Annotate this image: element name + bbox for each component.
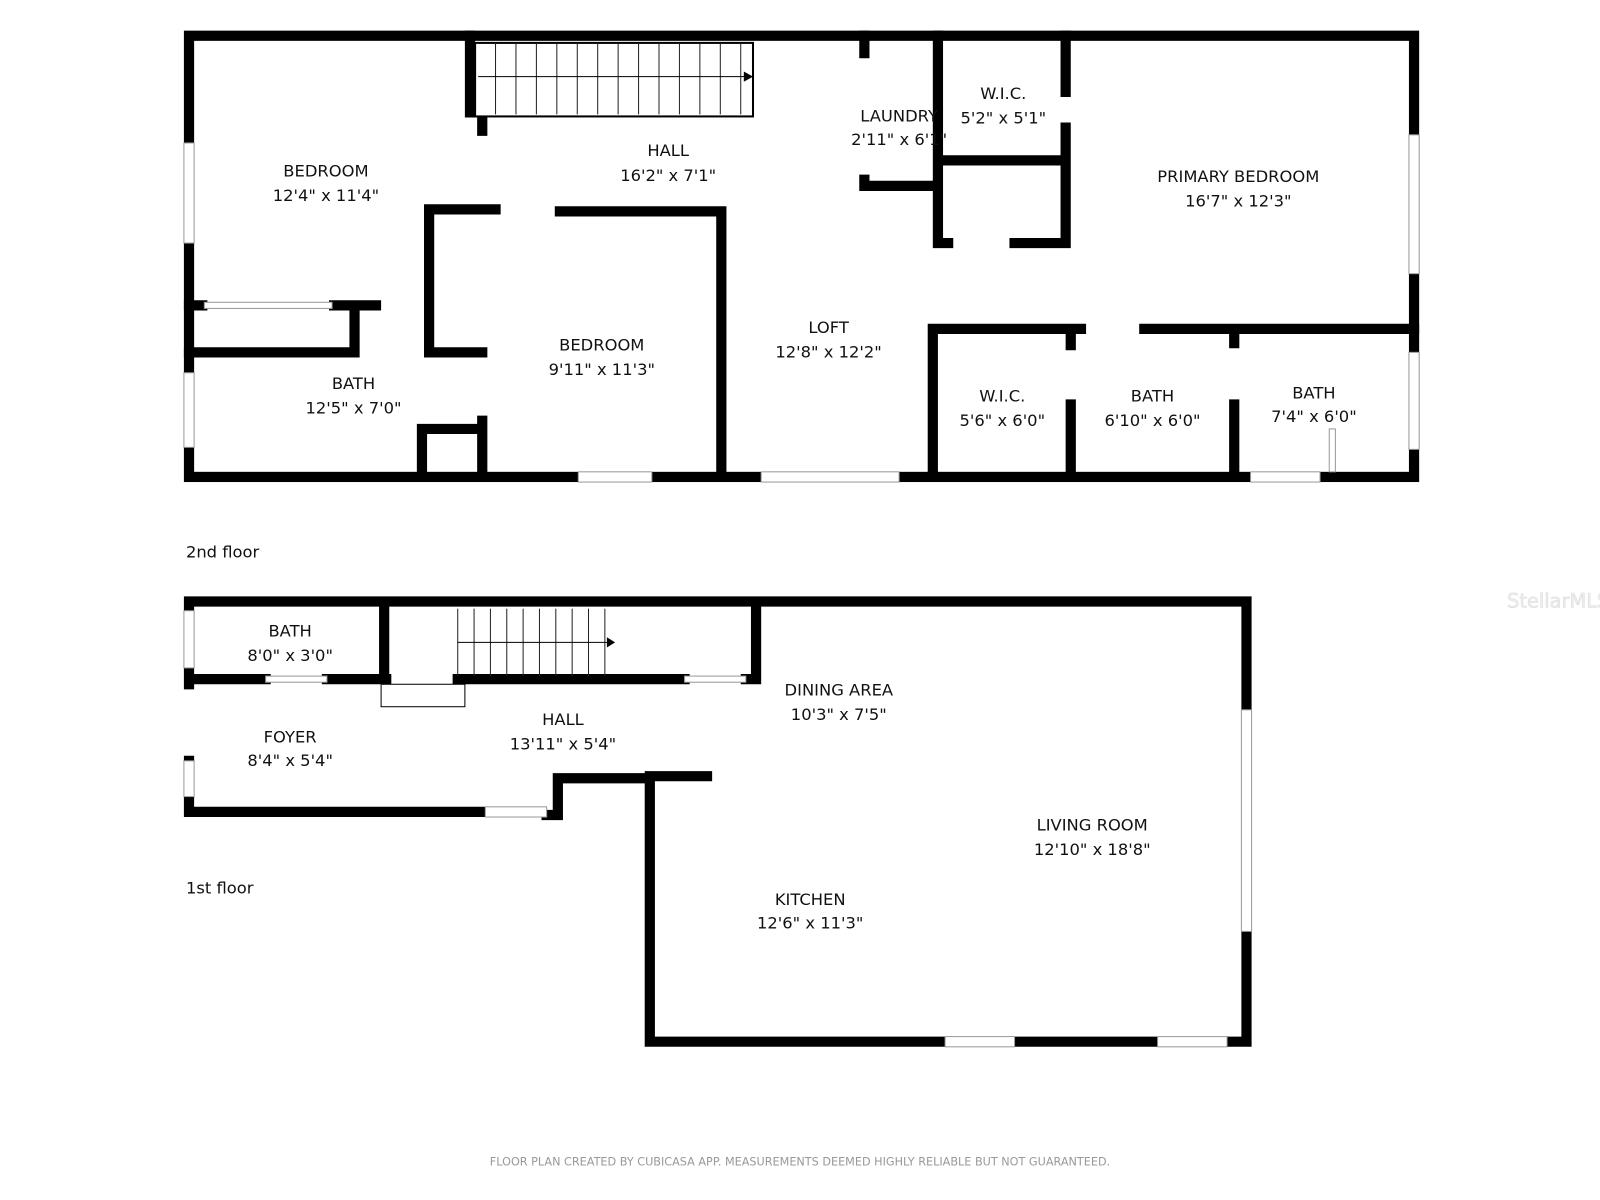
room-name: HALL xyxy=(647,141,690,160)
room-size: 9'11" x 11'3" xyxy=(549,360,655,379)
room-size: 12'5" x 7'0" xyxy=(306,399,402,418)
room-foyer: FOYER 8'4" x 5'4" xyxy=(247,727,333,769)
room-size: 5'2" x 5'1" xyxy=(961,109,1047,128)
room-dining-area: DINING AREA 10'3" x 7'5" xyxy=(785,680,894,724)
room-name: PRIMARY BEDROOM xyxy=(1157,167,1319,186)
room-bath-1: BATH 12'5" x 7'0" xyxy=(306,374,402,418)
room-size: 12'6" x 11'3" xyxy=(757,913,863,932)
room-name: BEDROOM xyxy=(283,162,368,181)
second-floor-windows xyxy=(183,134,1420,483)
floor-label-1st: 1st floor xyxy=(186,879,254,898)
room-size: 12'10" x 18'8" xyxy=(1034,840,1151,859)
room-name: BEDROOM xyxy=(559,335,644,354)
room-name: KITCHEN xyxy=(775,890,846,909)
room-name: W.I.C. xyxy=(979,386,1025,405)
room-primary-bedroom: PRIMARY BEDROOM 16'7" x 12'3" xyxy=(1157,167,1319,211)
room-name: W.I.C. xyxy=(980,84,1026,103)
room-bath-1f: BATH 8'0" x 3'0" xyxy=(247,621,333,665)
room-wic-2: W.I.C. 5'6" x 6'0" xyxy=(959,386,1045,430)
room-name: BATH xyxy=(1292,383,1335,402)
first-floor-windows xyxy=(183,610,1253,1048)
room-kitchen: KITCHEN 12'6" x 11'3" xyxy=(757,890,863,932)
room-size: 2'11" x 6'1" xyxy=(851,130,947,149)
room-size: 16'7" x 12'3" xyxy=(1185,191,1291,210)
room-name: DINING AREA xyxy=(785,680,894,699)
room-wic-1: W.I.C. 5'2" x 5'1" xyxy=(961,84,1047,128)
first-floor-stairs[interactable] xyxy=(380,608,616,708)
second-floor-stairs[interactable] xyxy=(474,41,755,118)
footer-disclaimer: FLOOR PLAN CREATED BY CUBICASA APP. MEAS… xyxy=(490,1155,1110,1168)
room-hall-2f: HALL 16'2" x 7'1" xyxy=(620,141,716,185)
watermark-logo: StellarMLS xyxy=(1507,590,1600,613)
room-size: 8'4" x 5'4" xyxy=(247,751,333,770)
room-size: 5'6" x 6'0" xyxy=(959,411,1045,430)
floor-label-2nd: 2nd floor xyxy=(186,543,260,562)
room-bedroom-1: BEDROOM 12'4" x 11'4" xyxy=(273,162,379,206)
room-size: 8'0" x 3'0" xyxy=(247,646,333,665)
room-laundry: LAUNDRY 2'11" x 6'1" xyxy=(851,107,947,149)
room-bath-3: BATH 7'4" x 6'0" xyxy=(1271,383,1357,425)
room-name: HALL xyxy=(542,710,585,729)
room-name: LIVING ROOM xyxy=(1037,815,1148,834)
room-size: 10'3" x 7'5" xyxy=(791,705,887,724)
first-floor-walls xyxy=(183,596,1252,1047)
room-bath-2: BATH 6'10" x 6'0" xyxy=(1104,386,1200,430)
room-living-room: LIVING ROOM 12'10" x 18'8" xyxy=(1034,815,1151,859)
room-name: BATH xyxy=(1131,386,1174,405)
room-name: BATH xyxy=(268,621,311,640)
room-size: 7'4" x 6'0" xyxy=(1271,407,1357,426)
room-size: 16'2" x 7'1" xyxy=(620,166,716,185)
room-size: 12'8" x 12'2" xyxy=(775,342,881,361)
room-bedroom-2: BEDROOM 9'11" x 11'3" xyxy=(549,335,655,379)
room-loft: LOFT 12'8" x 12'2" xyxy=(775,318,881,362)
room-name: LOFT xyxy=(808,318,849,337)
room-name: LAUNDRY xyxy=(860,107,938,126)
room-hall-1f: HALL 13'11" x 5'4" xyxy=(510,710,616,754)
room-name: BATH xyxy=(332,374,375,393)
room-size: 6'10" x 6'0" xyxy=(1104,411,1200,430)
room-size: 12'4" x 11'4" xyxy=(273,186,379,205)
room-size: 13'11" x 5'4" xyxy=(510,735,616,754)
room-name: FOYER xyxy=(264,727,317,746)
